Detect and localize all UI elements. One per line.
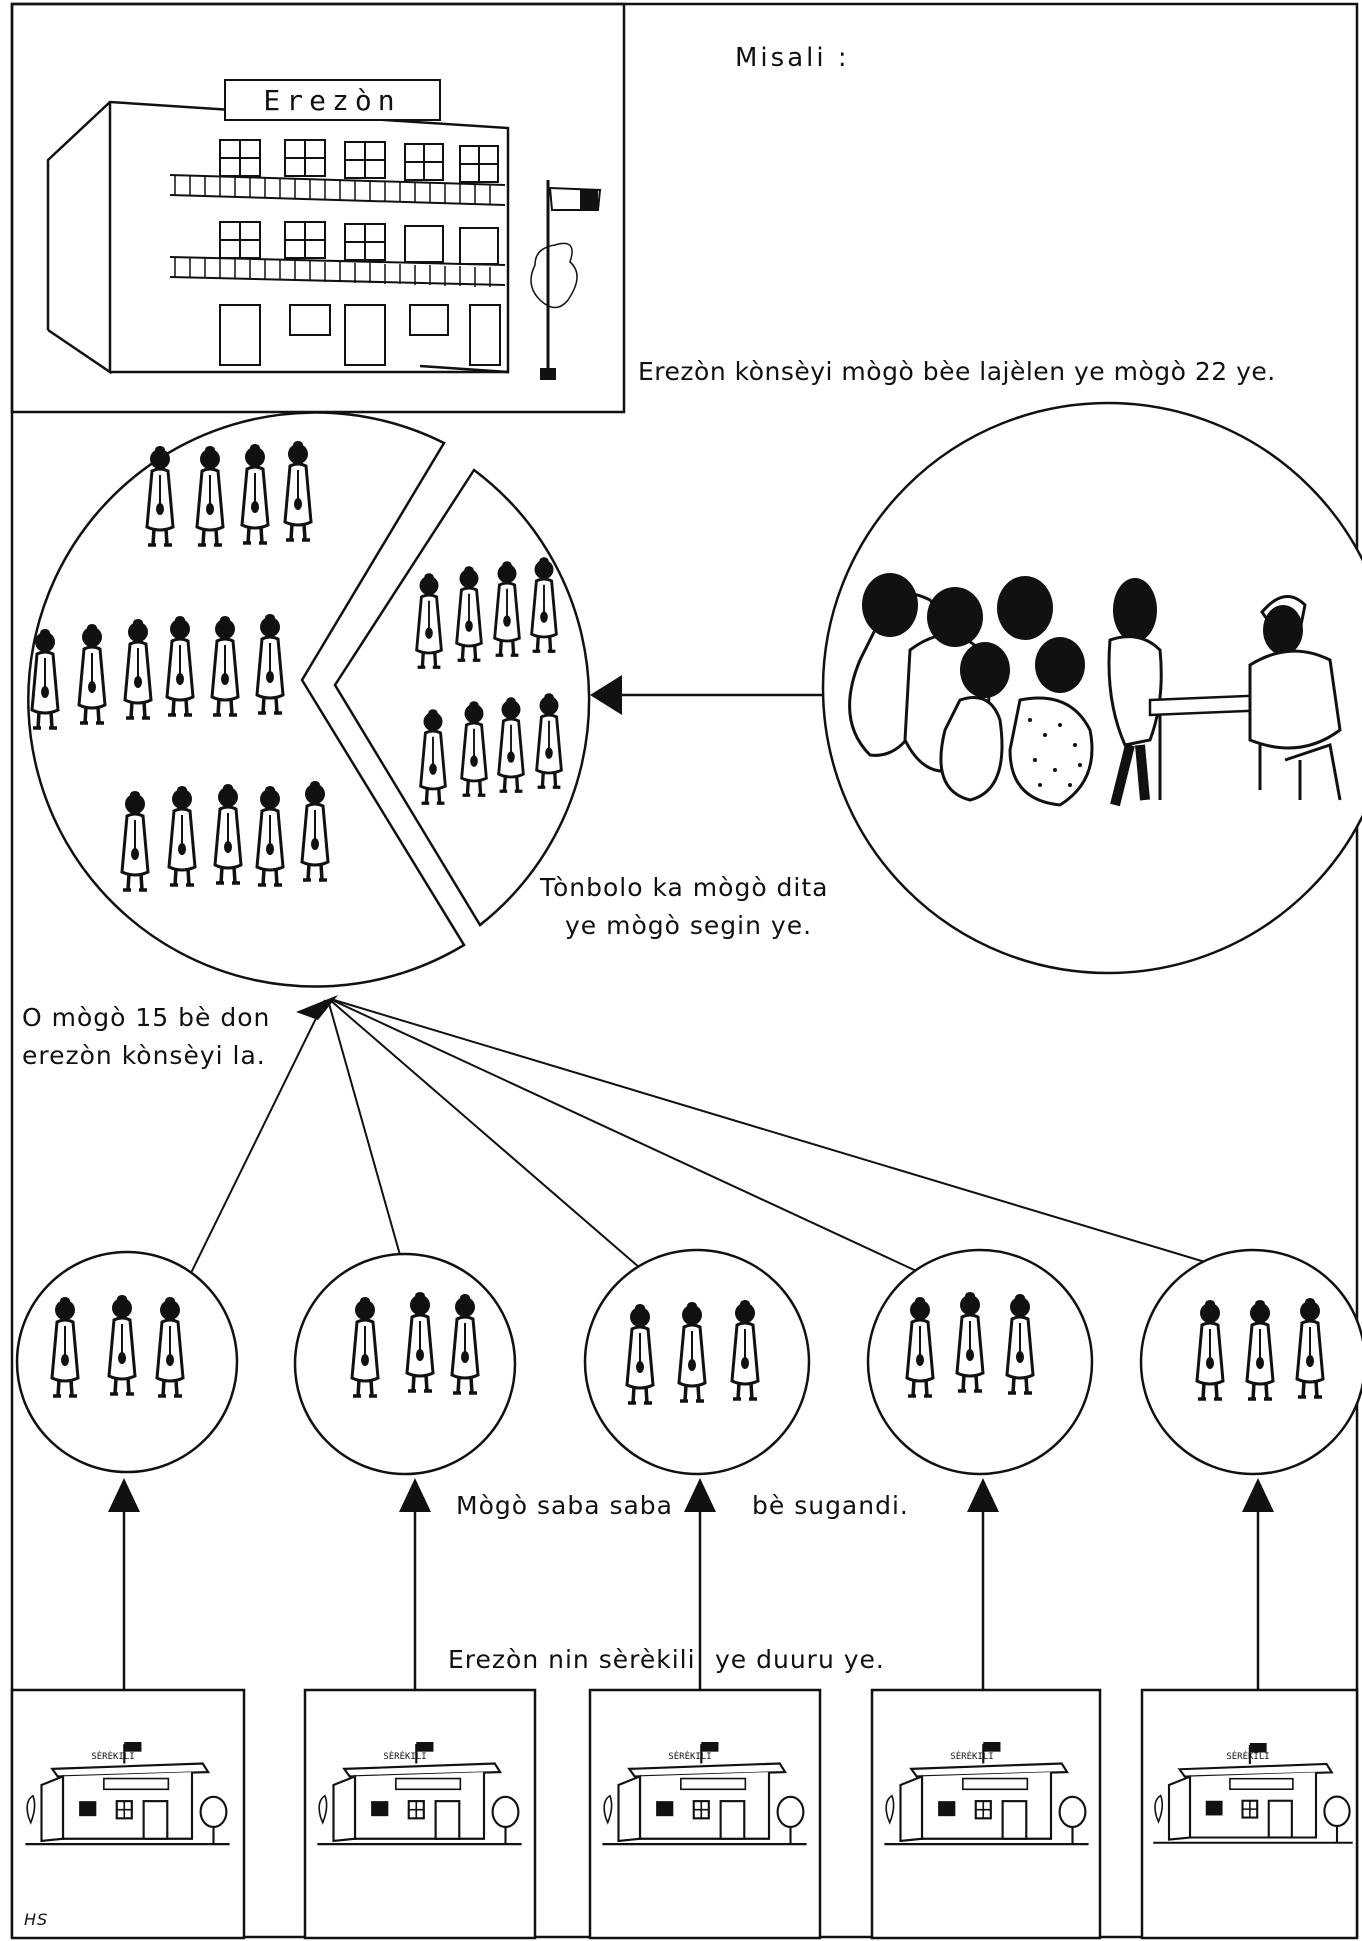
district-office-sign-2: SÈRÈKILI: [383, 1750, 426, 1762]
district-circle-2: [293, 1252, 517, 1476]
meeting-circle: [821, 401, 1362, 975]
district-circle-5: [1139, 1248, 1362, 1476]
council-total-caption: Erezòn kònsèyi mògò bèe lajèlen ye mògò …: [638, 357, 1276, 386]
district-delegate-circles: [15, 1248, 1362, 1476]
district-to-council-arrows: [189, 999, 1206, 1276]
circles-caption: Erezòn nin sèrèkili: [448, 1645, 696, 1674]
district-office-2: [303, 1688, 537, 1940]
district-office-sign-3: SÈRÈKILI: [668, 1750, 711, 1762]
building-sign-board: [224, 79, 441, 121]
regional-building-illustration: Erezòn: [10, 2, 626, 414]
district-circle-1: [15, 1250, 239, 1474]
district-office-1: [10, 1688, 246, 1940]
district-office-panels: [10, 1688, 1359, 1940]
meeting-to-regional-arrow: [590, 675, 823, 715]
council-arrowhead: [296, 995, 338, 1020]
office-to-circle-arrowheads: [108, 1478, 1274, 1512]
elected-caption-left: Mògò saba saba: [456, 1491, 673, 1520]
district-office-sign-5: SÈRÈKILI: [1226, 1750, 1269, 1762]
fifteen-caption-line2: erezòn kònsèyi la.: [22, 1041, 266, 1070]
district-office-5: [1140, 1688, 1359, 1940]
district-office-sign-1: SÈRÈKILI: [91, 1750, 134, 1762]
fifteen-caption-line1: O mògò 15 bè don: [22, 1003, 271, 1032]
district-circle-3: [583, 1248, 811, 1476]
office-to-circle-arrows: [122, 1500, 1260, 1690]
regional-caption-line2: ye mògò segin ye.: [565, 911, 813, 940]
pie-minor-segment: [333, 468, 591, 927]
artist-signature: HS: [24, 1910, 49, 1929]
district-circle-4: [866, 1248, 1094, 1476]
district-office-3: [588, 1688, 822, 1940]
building-sign-text: Erezòn: [263, 84, 400, 117]
district-office-4: [870, 1688, 1102, 1940]
circles-caption-tail: ye duuru ye.: [715, 1645, 885, 1674]
regional-caption-line1: Tònbolo ka mògò dita: [540, 873, 829, 902]
regional-meeting-illustration: [821, 401, 1362, 975]
district-office-sign-4: SÈRÈKILI: [950, 1750, 993, 1762]
flag-pole: [530, 180, 602, 380]
elected-caption-right: bè sugandi.: [752, 1491, 909, 1520]
misali-heading: Misali :: [735, 43, 850, 73]
